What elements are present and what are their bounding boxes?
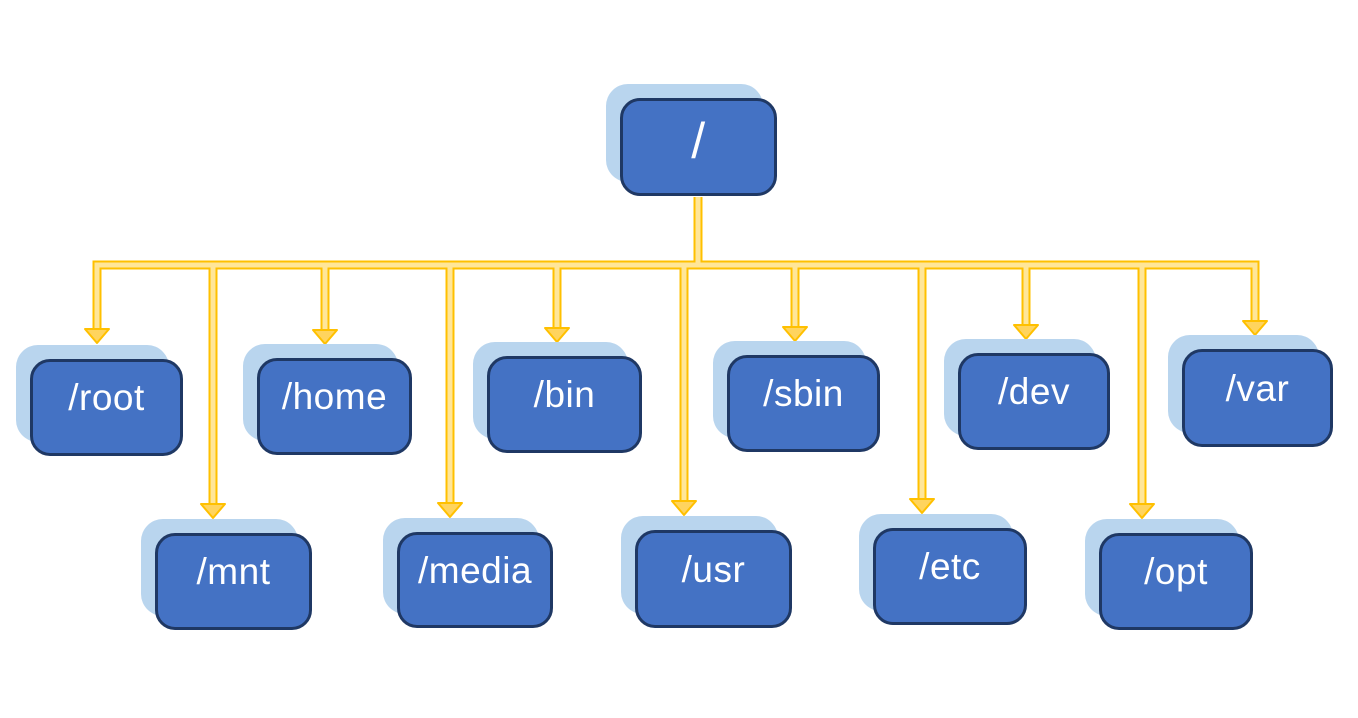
node-bin: /bin — [473, 342, 642, 453]
node-var: /var — [1168, 335, 1333, 447]
node-label: /mnt — [196, 551, 271, 592]
node-fs-root: / — [606, 84, 777, 196]
node-usr: /usr — [621, 516, 792, 628]
node-label: /root — [68, 377, 145, 418]
arrow-down-icon — [909, 498, 935, 514]
arrow-down-icon — [1013, 324, 1039, 340]
node-root: /root — [16, 345, 183, 456]
node-media: /media — [383, 518, 553, 628]
arrow-down-icon — [544, 327, 570, 343]
connector-arrowheads — [84, 320, 1268, 519]
node-label: /media — [417, 549, 533, 591]
arrow-down-icon — [1242, 320, 1268, 336]
node-dev: /dev — [944, 339, 1110, 450]
arrow-down-icon — [1129, 503, 1155, 519]
arrow-down-icon — [437, 502, 463, 518]
node-home: /home — [243, 344, 412, 455]
node-label: /var — [1225, 367, 1290, 409]
node-box: /root — [30, 359, 183, 456]
node-label: /bin — [533, 374, 596, 415]
node-box: /etc — [873, 528, 1027, 625]
node-box: / — [620, 98, 777, 196]
node-etc: /etc — [859, 514, 1027, 625]
node-box: /mnt — [155, 533, 312, 630]
node-label: /sbin — [763, 373, 844, 414]
node-box: /media — [397, 532, 553, 628]
arrow-down-icon — [200, 503, 226, 519]
node-label: /home — [281, 376, 388, 417]
arrow-down-icon — [671, 500, 697, 516]
node-label: /etc — [919, 546, 981, 587]
node-box: /home — [257, 358, 412, 455]
node-sbin: /sbin — [713, 341, 880, 452]
node-label: /opt — [1144, 551, 1208, 592]
connector-fill-layer — [94, 197, 1258, 507]
node-box: /var — [1182, 349, 1333, 447]
node-box: /opt — [1099, 533, 1253, 630]
arrow-down-icon — [782, 326, 808, 342]
arrow-down-icon — [312, 329, 338, 345]
node-label: / — [691, 113, 706, 169]
node-label: /dev — [998, 371, 1070, 412]
node-box: /sbin — [727, 355, 880, 452]
arrow-down-icon — [84, 328, 110, 344]
node-box: /usr — [635, 530, 792, 628]
node-label: /usr — [681, 548, 746, 590]
node-opt: /opt — [1085, 519, 1253, 630]
node-mnt: /mnt — [141, 519, 312, 630]
node-box: /dev — [958, 353, 1110, 450]
node-box: /bin — [487, 356, 642, 453]
